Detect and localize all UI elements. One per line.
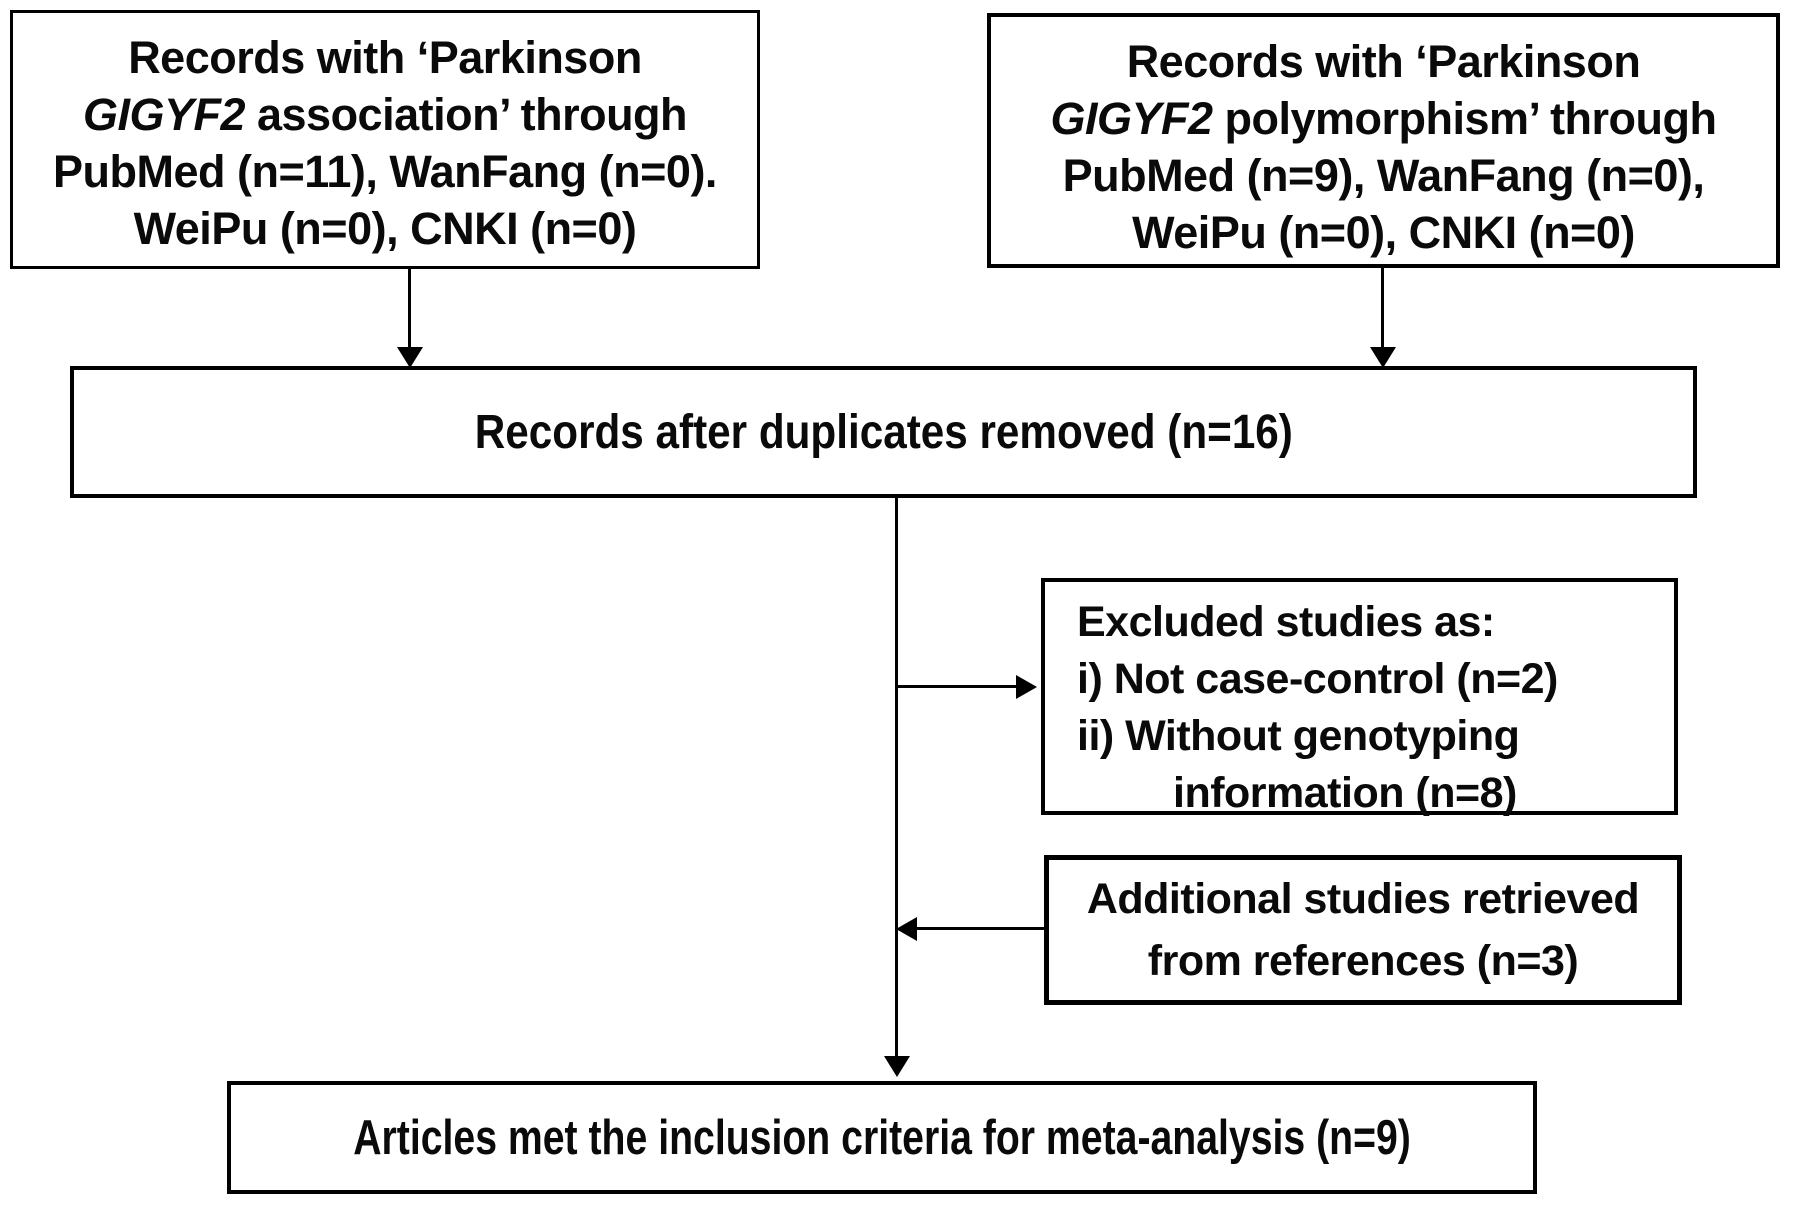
excluded-line2: i) Not case-control (n=2): [1077, 655, 1558, 703]
additional-line2: from references (n=3): [1147, 937, 1579, 985]
additional-studies-box: Additional studies retrieved from refere…: [1044, 855, 1682, 1005]
records-polymorphism-line4: WeiPu (n=0), CNKI (n=0): [1132, 207, 1635, 258]
records-association-box: Records with ‘Parkinson GIGYF2 associati…: [10, 10, 760, 269]
records-association-line3: PubMed (n=11), WanFang (n=0).: [53, 146, 717, 197]
excluded-line3: ii) Without genotyping: [1077, 712, 1520, 760]
main-flow-line: [895, 498, 898, 1060]
arrowhead-left-source: [397, 347, 423, 368]
excluded-studies-box: Excluded studies as: i) Not case-control…: [1041, 578, 1678, 817]
duplicates-removed-box: Records after duplicates removed (n=16): [70, 366, 1697, 498]
records-association-line2: GIGYF2 association’ through: [82, 89, 688, 140]
records-polymorphism-box: Records with ‘Parkinson GIGYF2 polymorph…: [987, 13, 1780, 268]
branch-additional-line: [914, 927, 1044, 930]
final-inclusion-box: Articles met the inclusion criteria for …: [227, 1081, 1537, 1194]
excluded-line1: Excluded studies as:: [1077, 598, 1495, 646]
records-polymorphism-line1: Records with ‘Parkinson: [1126, 36, 1641, 87]
records-association-line1: Records with ‘Parkinson: [128, 32, 642, 83]
connector-right-source: [1381, 268, 1384, 353]
connector-left-source: [408, 269, 411, 353]
excluded-line4: information (n=8): [1173, 769, 1517, 817]
arrowhead-excluded: [1016, 675, 1037, 699]
gene-name-italic: GIGYF2: [1050, 93, 1213, 144]
additional-line1: Additional studies retrieved: [1086, 875, 1640, 923]
gene-name-italic: GIGYF2: [82, 89, 246, 140]
duplicates-removed-text: Records after duplicates removed (n=16): [474, 405, 1293, 459]
arrowhead-final: [884, 1056, 910, 1077]
final-inclusion-text: Articles met the inclusion criteria for …: [353, 1110, 1411, 1165]
arrowhead-right-source: [1370, 347, 1396, 368]
branch-excluded-line: [897, 685, 1018, 688]
arrowhead-additional: [896, 917, 917, 941]
records-polymorphism-line3: PubMed (n=9), WanFang (n=0),: [1062, 150, 1705, 201]
records-polymorphism-line2: GIGYF2 polymorphism’ through: [1050, 93, 1717, 144]
records-association-line4: WeiPu (n=0), CNKI (n=0): [133, 203, 637, 254]
